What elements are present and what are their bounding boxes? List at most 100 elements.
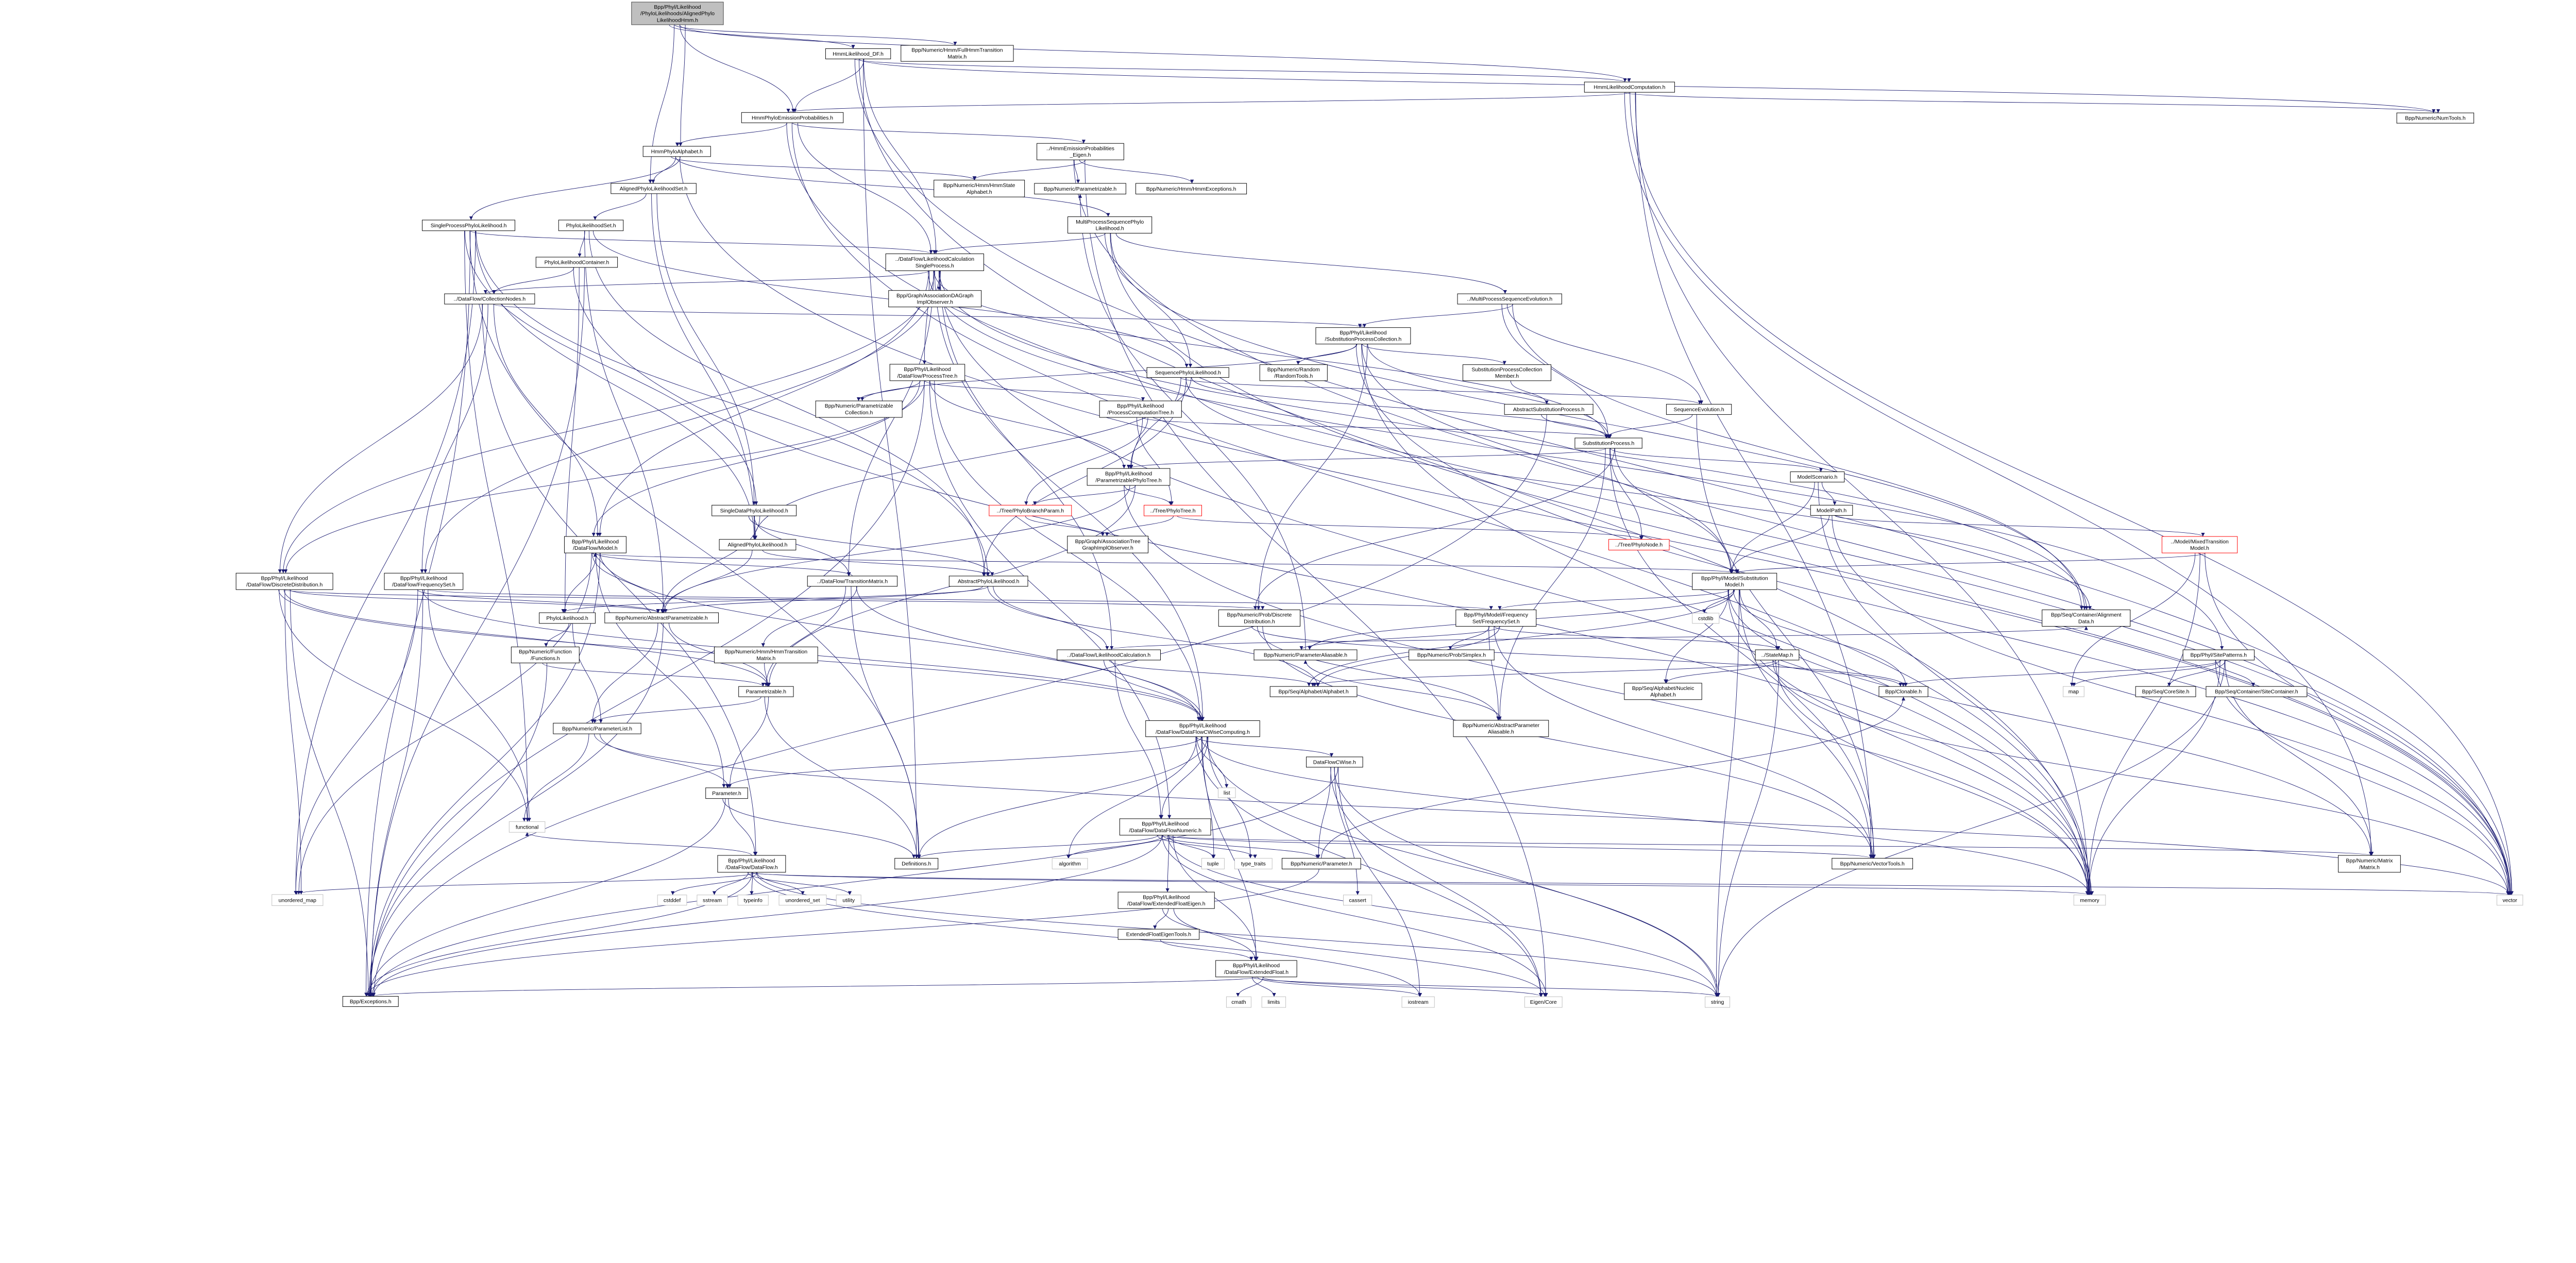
node-box[interactable] [885,254,984,271]
header-file-node[interactable]: Bpp/Numeric/Hmm/FullHmmTransitionMatrix.… [901,45,1014,62]
node-box[interactable] [535,257,618,268]
node-box[interactable] [815,400,903,418]
header-file-node[interactable]: AlignedPhyloLikelihood.h [719,539,796,550]
header-file-node[interactable]: Bpp/Seq/CoreSite.h [2135,686,2196,697]
header-file-node[interactable]: AlignedPhyloLikelihoodSet.h [611,183,697,194]
node-box[interactable] [1584,81,1675,93]
header-file-node[interactable]: Bpp/Phyl/SitePatterns.h [2182,649,2255,661]
header-file-node[interactable]: ../Tree/PhyloTree.h [1144,504,1202,516]
header-file-node[interactable]: ../HmmEmissionProbabilities_Eigen.h [1037,143,1124,160]
node-box[interactable] [1067,535,1148,553]
node-box[interactable] [2135,686,2196,697]
node-box[interactable] [717,855,786,873]
node-box[interactable] [901,45,1014,62]
header-file-node[interactable]: Bpp/Graph/AssociationTreeGraphImplObserv… [1067,535,1148,553]
node-box[interactable] [1608,539,1670,550]
node-box[interactable] [1117,929,1200,940]
node-box[interactable] [342,996,399,1007]
node-box[interactable] [719,539,796,550]
node-box[interactable] [604,612,719,624]
node-box[interactable] [2042,609,2131,627]
node-box[interactable] [558,220,624,231]
node-box[interactable] [611,183,697,194]
header-file-node[interactable]: HmmPhyloEmissionProbabilities.h [741,112,844,123]
node-box[interactable] [2338,855,2401,873]
node-box[interactable] [1146,367,1229,378]
node-box[interactable] [1832,858,1913,869]
node-box[interactable] [1067,216,1153,234]
header-file-node[interactable]: PhyloLikelihoodSet.h [558,220,624,231]
node-box[interactable] [711,504,797,516]
node-box[interactable] [714,646,818,664]
header-file-node[interactable]: ../DataFlow/TransitionMatrix.h [807,576,898,587]
header-file-node[interactable]: ../DataFlow/LikelihoodCalculation.h [1057,649,1161,661]
node-box[interactable] [1306,756,1363,768]
header-file-node[interactable]: ../StateMap.h [1755,649,1800,661]
node-box[interactable] [1269,686,1358,697]
node-box[interactable] [1037,143,1124,160]
node-box[interactable] [1218,609,1301,627]
header-file-node[interactable]: DataFlowCWise.h [1306,756,1363,768]
header-file-node[interactable]: Bpp/Phyl/Likelihood/DataFlow/ExtendedFlo… [1215,960,1297,978]
node-box[interactable] [511,646,580,664]
node-box[interactable] [1087,468,1171,486]
header-file-node[interactable]: Bpp/Phyl/Model/FrequencySet/FrequencySet… [1455,609,1537,627]
header-file-node[interactable]: Parametrizable.h [738,686,794,697]
node-box[interactable] [1457,293,1562,305]
header-file-node[interactable]: ModelScenario.h [1790,471,1845,483]
node-box[interactable] [1315,327,1411,345]
node-box[interactable] [553,722,641,734]
node-box[interactable] [1117,891,1215,909]
header-file-node[interactable]: Bpp/Numeric/NumTools.h [2396,112,2475,124]
header-file-node[interactable]: Bpp/Numeric/Parameter.h [1281,858,1361,869]
header-file-node[interactable]: Bpp/Numeric/ParameterAliasable.h [1253,649,1358,661]
header-file-node[interactable]: Definitions.h [894,858,939,869]
header-file-node[interactable]: Bpp/Phyl/Likelihood/DataFlow/DiscreteDis… [235,572,333,590]
header-file-node[interactable]: Bpp/Numeric/Function/Functions.h [511,646,580,664]
header-file-node[interactable]: Bpp/Numeric/Parametrizable.h [1034,183,1126,195]
node-box[interactable] [1281,858,1361,869]
node-box[interactable] [1790,471,1845,483]
node-box[interactable] [1624,683,1702,700]
header-file-node[interactable]: Bpp/Numeric/ParameterList.h [553,722,641,734]
node-box[interactable] [1574,437,1642,449]
header-file-node[interactable]: AbstractSubstitutionProcess.h [1504,403,1594,415]
node-box[interactable] [738,686,794,697]
header-file-node[interactable]: Bpp/Phyl/Likelihood/SubstitutionProcessC… [1315,327,1411,345]
header-file-node[interactable]: Bpp/Numeric/Random/RandomTools.h [1259,364,1328,381]
header-file-node[interactable]: Bpp/Graph/AssociationDAGraphImplObserver… [888,290,982,308]
node-box[interactable] [1145,720,1260,737]
node-box[interactable] [888,290,982,308]
node-box[interactable] [2182,649,2255,661]
header-file-node[interactable]: Bpp/Phyl/Likelihood/DataFlow/DataFlowCWi… [1145,720,1260,737]
header-file-node[interactable]: Bpp/Numeric/Prob/DiscreteDistribution.h [1218,609,1301,627]
header-file-node[interactable]: PhyloLikelihood.h [539,612,596,624]
header-file-node[interactable]: Bpp/Numeric/Matrix/Matrix.h [2338,855,2401,873]
header-file-node[interactable]: Bpp/Phyl/Likelihood/ParametrizablePhyloT… [1087,468,1171,486]
header-file-node[interactable]: Bpp/Numeric/VectorTools.h [1832,858,1913,869]
header-file-node[interactable]: ../Tree/PhyloBranchParam.h [989,504,1072,516]
node-box[interactable] [705,787,748,799]
node-box[interactable] [564,536,626,553]
header-file-node[interactable]: HmmLikelihood_DF.h [825,48,891,59]
node-box[interactable] [1099,400,1182,418]
node-box[interactable] [1666,403,1732,415]
node-box[interactable] [235,572,333,590]
node-box[interactable] [1057,649,1161,661]
header-file-node[interactable]: Bpp/Phyl/Likelihood/DataFlow/ProcessTree… [889,364,965,381]
header-file-node[interactable]: ../Tree/PhyloNode.h [1608,539,1670,550]
node-box[interactable] [934,179,1025,197]
node-box[interactable] [1455,609,1537,627]
header-file-node[interactable]: ExtendedFloatEigenTools.h [1117,929,1200,940]
node-box[interactable] [1810,504,1853,516]
node-box[interactable] [1119,818,1211,836]
node-box[interactable] [1253,649,1358,661]
header-file-node[interactable]: Bpp/Exceptions.h [342,996,399,1007]
node-box[interactable] [989,504,1072,516]
header-file-node[interactable]: Bpp/Phyl/Likelihood/DataFlow/Model.h [564,536,626,553]
header-file-node[interactable]: PhyloLikelihoodContainer.h [535,257,618,268]
